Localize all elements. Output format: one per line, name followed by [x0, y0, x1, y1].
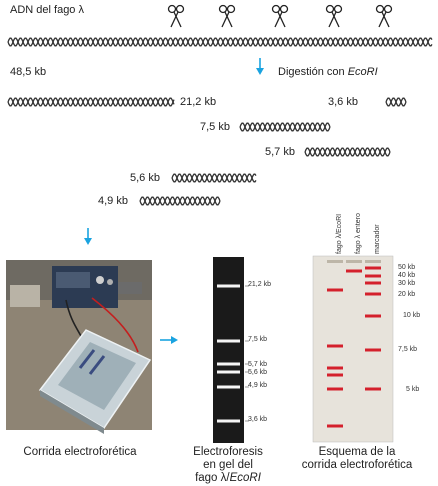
scissors-icon [271, 4, 289, 28]
agarose-gel [213, 257, 244, 443]
gel-band [217, 284, 240, 288]
gel-band-label: 7,5 kb [248, 336, 268, 343]
fragment-helix [385, 97, 407, 107]
schema-well [327, 260, 343, 263]
fragment-helix [139, 196, 221, 206]
schema-caption-line: corrida electroforética [301, 459, 413, 471]
schema-band [346, 269, 362, 273]
schema-band [365, 348, 381, 352]
fragment-helix [239, 122, 331, 132]
schema-band [365, 274, 381, 278]
schema-band [365, 266, 381, 270]
gel-band [217, 339, 240, 343]
schema-band [327, 288, 343, 292]
marker-label: 30 kb [398, 280, 416, 287]
title-label: ADN del fago λ [10, 4, 84, 16]
gel-caption: Electroforesis en gel del fago λ/EcoRI [168, 446, 288, 485]
title-lambda: λ [78, 4, 85, 16]
schema-band [365, 292, 381, 296]
scissors-icon [167, 4, 185, 28]
schema-band [327, 373, 343, 377]
marker-label: 40 kb [398, 272, 416, 279]
schema-caption-line: Esquema de la [318, 446, 396, 458]
gel-band [217, 370, 240, 374]
lane-label: marcador [374, 224, 381, 254]
schema-band [327, 387, 343, 391]
schema-band [327, 344, 343, 348]
gel-band [217, 362, 240, 366]
gel-band [217, 419, 240, 423]
photo-caption: Corrida electroforética [23, 446, 137, 458]
digestion-enzyme: EcoRI [347, 66, 378, 78]
gel-band-label: 5,6 kb [248, 369, 268, 376]
gel-band-label: 21,2 kb [248, 281, 271, 288]
arrow-right-gel-icon [160, 336, 178, 344]
marker-label: 20 kb [398, 291, 416, 298]
gel-caption-enzyme: EcoRI [229, 472, 261, 484]
title-prefix: ADN del fago [10, 4, 76, 16]
full-length-label: 48,5 kb [10, 66, 47, 78]
schema-band [365, 314, 381, 318]
scissors-icon [325, 4, 343, 28]
lane-label: fago λ/EcoRI [336, 213, 343, 254]
fragment-helix [7, 97, 175, 107]
gel-caption-line: en gel del [203, 459, 253, 471]
fragment-label: 3,6 kb [328, 96, 358, 108]
fragment-helix [304, 147, 391, 157]
marker-label: 10 kb [403, 312, 421, 319]
gel-band-label: 4,9 kb [248, 382, 268, 389]
schema-caption: Esquema de la corrida electroforética [282, 446, 432, 472]
schema-band [327, 366, 343, 370]
schema-band [365, 281, 381, 285]
schema-band [365, 387, 381, 391]
electrophoresis-photo [6, 260, 152, 434]
fragment-label: 7,5 kb [200, 121, 230, 133]
lane-label: fago λ entero [355, 213, 362, 254]
gel-band [217, 385, 240, 389]
gel-band-label: 3,6 kb [248, 416, 268, 423]
schema-well [346, 260, 362, 263]
fragment-label: 5,7 kb [265, 146, 295, 158]
fragment-label: 4,9 kb [98, 195, 128, 207]
arrow-down-photo-icon [84, 228, 92, 245]
fragment-helix [171, 173, 257, 183]
gel-caption-prefix: fago λ/ [195, 472, 230, 484]
scissors-icon [218, 4, 236, 28]
schema-well [365, 260, 381, 263]
marker-label: 7,5 kb [398, 346, 418, 353]
fragment-label: 5,6 kb [130, 172, 160, 184]
scissors-icon [375, 4, 393, 28]
schema-band [327, 424, 343, 428]
arrow-down-digestion-icon [256, 58, 264, 75]
fragment-label: 21,2 kb [180, 96, 217, 108]
digestion-prefix: Digestión con [278, 66, 345, 78]
gel-band-label: 5,7 kb [248, 361, 268, 368]
digestion-label: Digestión con EcoRI [278, 66, 378, 78]
gel-caption-line: Electroforesis [193, 446, 263, 458]
gel-caption-line: fago λ/EcoRI [168, 472, 288, 485]
marker-label: 5 kb [406, 386, 420, 393]
full-dna-helix [7, 37, 433, 47]
marker-label: 50 kb [398, 264, 416, 271]
